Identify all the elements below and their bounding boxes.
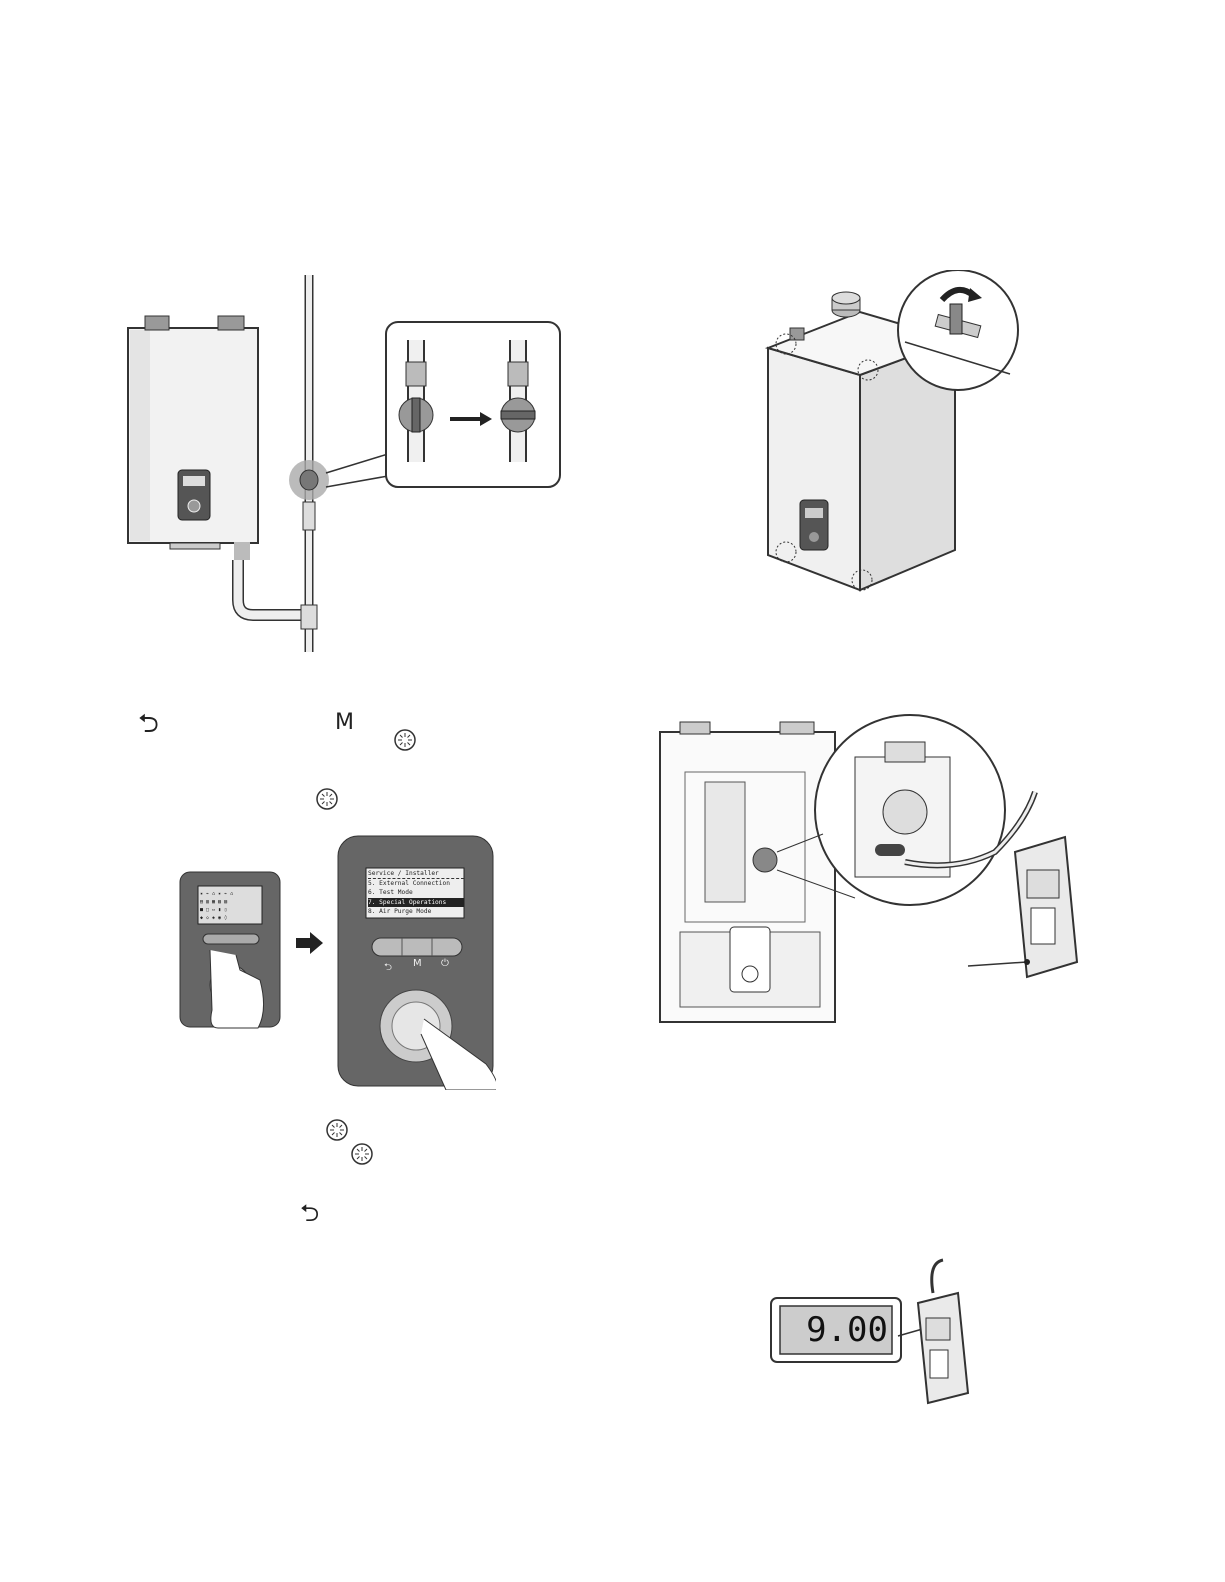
menu-item[interactable]: 8. Air Purge Mode (368, 907, 464, 916)
panel-button-power[interactable]: ⏻ (441, 958, 449, 969)
manometer-reading-figure: 9.00 (768, 1258, 973, 1408)
dial-press-icon (325, 1118, 349, 1142)
gas-valve-figure (120, 270, 570, 660)
vent-latch-icon (950, 304, 962, 334)
back-arrow-icon: ⮌ (300, 1196, 319, 1237)
panel-button-mode[interactable]: M (413, 958, 422, 969)
screen-row: ◆ ◇ ◈ ◉ ◊ (200, 914, 260, 922)
control-panel-figure: ✷ ⌁ ⌂ ✷ ⌁ ⌂ ▤ ▥ ▦ ▧ ▨ ■ □ ▭ ▮ ▯ ◆ ◇ ◈ ◉ … (178, 832, 508, 1092)
dial-press-icon (315, 787, 339, 811)
menu-item-selected[interactable]: 7. Special Operations (368, 898, 464, 907)
menu-item[interactable]: 6. Test Mode (368, 888, 464, 897)
screen-row: ✷ ⌁ ⌂ ✷ ⌁ ⌂ (200, 890, 260, 898)
small-panel-screen: ✷ ⌁ ⌂ ✷ ⌁ ⌂ ▤ ▥ ▦ ▧ ▨ ■ □ ▭ ▮ ▯ ◆ ◇ ◈ ◉ … (200, 890, 260, 924)
vent-latch-figure (760, 270, 1025, 595)
arrow-right-icon (296, 932, 324, 954)
manometer-connection-figure (655, 712, 1085, 1042)
menu-item[interactable]: 5. External Connection (368, 879, 464, 888)
dial-press-icon (393, 728, 417, 752)
screen-row: ▤ ▥ ▦ ▧ ▨ (200, 898, 260, 906)
gas-valve-illustration (120, 270, 570, 660)
manometer-icon (1015, 837, 1077, 977)
manometer-connection-illustration (655, 712, 1085, 1042)
panel-button-back[interactable]: ⮌ (384, 960, 392, 977)
back-arrow-icon: ⮌ (138, 705, 159, 749)
menu-title: Service / Installer (368, 869, 464, 879)
manometer-value: 9.00 (790, 1310, 888, 1350)
manometer-icon (918, 1293, 968, 1403)
mode-button-icon: M (335, 710, 354, 735)
menu-screen: Service / Installer 5. External Connecti… (368, 869, 464, 917)
screen-row: ■ □ ▭ ▮ ▯ (200, 906, 260, 914)
dial-press-icon (350, 1142, 374, 1166)
vent-latch-illustration (760, 270, 1025, 595)
